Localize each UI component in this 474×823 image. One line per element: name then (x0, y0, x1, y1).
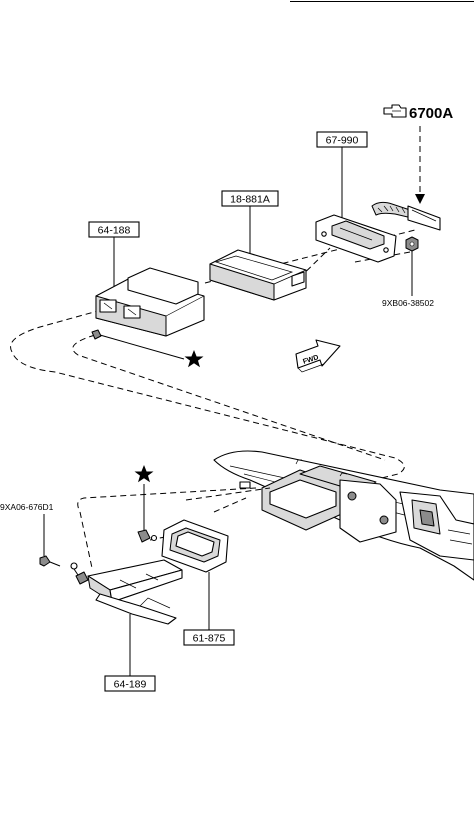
label-box-67-990: 67-990 (316, 131, 368, 222)
label-9xb06-38502: 9XB06-38502 (382, 298, 434, 308)
label-9xa06-676d1: 9XA06-676D1 (0, 502, 54, 512)
reference-callout: 6700A (383, 104, 453, 204)
label-box-64-189: 64-189 (104, 675, 156, 692)
screw-upper (91, 329, 204, 368)
duct-part-64-188 (95, 267, 205, 337)
label-box-18-881a: 18-881A (221, 190, 279, 255)
label-box-61-875: 61-875 (183, 629, 235, 646)
label-box-64-188: 64-188 (88, 221, 140, 300)
pointing-hand-icon (383, 104, 407, 118)
label-18-881a: 18-881A (230, 194, 270, 206)
fwd-label: FWD (302, 354, 319, 366)
reference-arrow-head (415, 194, 425, 204)
bracket-part-67-990 (315, 214, 397, 263)
label-64-188: 64-188 (98, 225, 131, 237)
bolt-part-9xa06: 9XA06-676D1 (0, 502, 61, 567)
fwd-arrow-icon: FWD (295, 339, 341, 373)
star-icon-lower (134, 465, 154, 483)
module-part-18-881a (209, 249, 307, 301)
gasket-part-61-875 (161, 519, 229, 630)
screw-lower (134, 465, 158, 543)
label-61-875: 61-875 (193, 633, 226, 645)
label-64-189: 64-189 (114, 679, 147, 691)
wire-connector-part (371, 201, 441, 231)
nut-part-9xb06: 9XB06-38502 (382, 236, 434, 308)
dashboard-structure (213, 450, 474, 581)
star-icon-upper (184, 350, 204, 368)
reference-label: 6700A (409, 105, 453, 122)
duct-part-64-189 (70, 559, 183, 676)
label-67-990: 67-990 (326, 135, 359, 147)
